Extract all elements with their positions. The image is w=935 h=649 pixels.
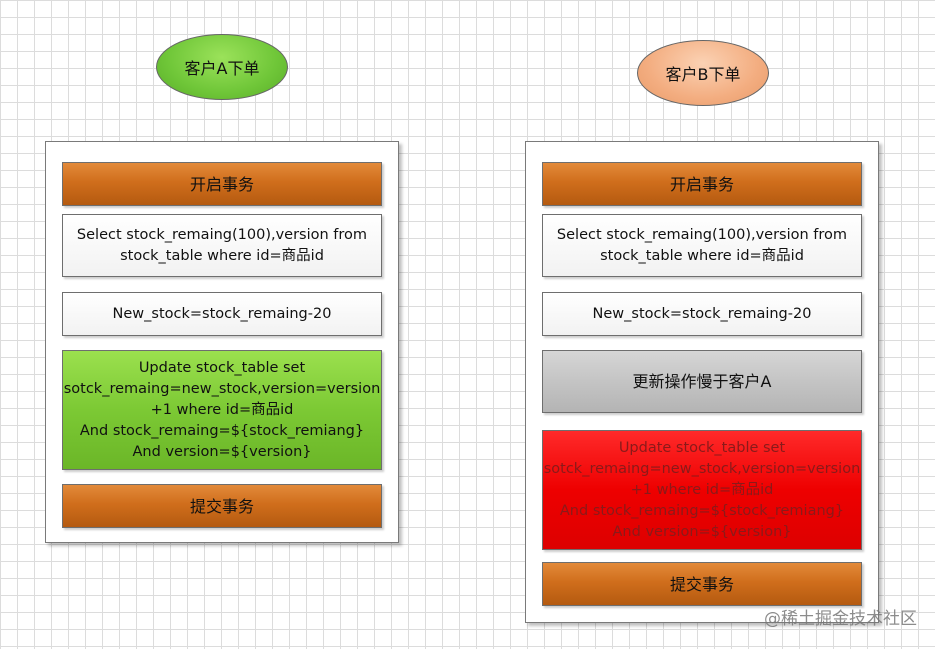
client-a-title: 客户A下单 [184,59,260,78]
step-text: +1 where id=商品id [150,401,294,418]
step-text: And version=${version} [612,523,792,540]
step-text: Update stock_table set [138,359,306,376]
step-text: sotck_remaing=new_stock,version=version [543,460,861,477]
step-text: Update stock_table set [618,439,786,456]
step-text: 更新操作慢于客户A [632,372,772,391]
client-b-oval: 客户B下单 [637,40,769,106]
client-a-panel: 开启事务 Select stock_remaing(100),version f… [45,141,399,543]
step-text: sotck_remaing=new_stock,version=version [63,380,381,397]
client-a-update-step: Update stock_table set sotck_remaing=new… [62,350,382,470]
step-text: 开启事务 [189,174,254,194]
step-text: 提交事务 [189,496,254,516]
step-text: New_stock=stock_remaing-20 [112,305,332,322]
client-b-compute-step: New_stock=stock_remaing-20 [542,292,862,336]
client-b-update-step: Update stock_table set sotck_remaing=new… [542,430,862,550]
client-b-panel: 开启事务 Select stock_remaing(100),version f… [525,141,879,623]
client-a-oval: 客户A下单 [156,34,288,100]
step-text: And version=${version} [132,443,312,460]
watermark: @稀土掘金技术社区 [764,609,917,629]
step-text: 开启事务 [669,174,734,194]
step-text: And stock_remaing=${stock_remiang} [559,502,845,519]
step-text: And stock_remaing=${stock_remiang} [79,422,365,439]
client-a-select-step: Select stock_remaing(100),version from s… [62,214,382,277]
client-b-select-step: Select stock_remaing(100),version from s… [542,214,862,277]
step-text: 提交事务 [669,574,734,594]
client-b-title: 客户B下单 [665,65,741,84]
client-a-begin-transaction-step: 开启事务 [62,162,382,206]
client-b-begin-transaction-step: 开启事务 [542,162,862,206]
step-text: +1 where id=商品id [630,481,774,498]
client-a-commit-step: 提交事务 [62,484,382,528]
client-b-commit-step: 提交事务 [542,562,862,606]
step-text: stock_table where id=商品id [120,247,324,264]
client-b-delay-step: 更新操作慢于客户A [542,350,862,413]
client-a-compute-step: New_stock=stock_remaing-20 [62,292,382,336]
step-text: New_stock=stock_remaing-20 [592,305,812,322]
step-text: Select stock_remaing(100),version from [556,226,848,243]
step-text: Select stock_remaing(100),version from [76,226,368,243]
step-text: stock_table where id=商品id [600,247,804,264]
